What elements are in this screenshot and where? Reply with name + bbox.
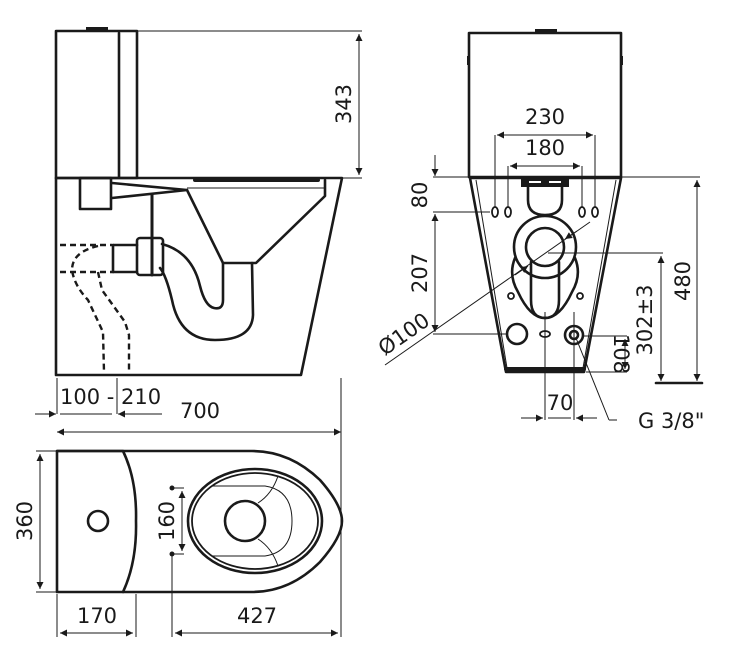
dim-outlet-height: 302±3 <box>548 252 665 381</box>
top-button <box>86 509 110 533</box>
rear-outlet <box>507 214 584 320</box>
label-302: 302±3 <box>633 284 657 355</box>
dim-cistern-depth: 170 <box>56 594 137 637</box>
label-70: 70 <box>547 391 574 415</box>
side-cistern <box>54 27 139 180</box>
side-bowl <box>60 176 327 373</box>
label-427: 427 <box>237 604 277 628</box>
dim-outlet-spacing: 207 <box>408 214 506 335</box>
dim-fixing-outer: 230 <box>494 105 596 208</box>
dim-outlet-range: 100 - 210 <box>35 378 162 418</box>
label-180: 180 <box>525 136 565 160</box>
label-100-210: 100 - 210 <box>60 385 161 409</box>
dim-inlet-height: 108 <box>584 334 633 374</box>
label-d100: Ø100 <box>374 308 434 360</box>
label-207: 207 <box>408 253 432 293</box>
label-170: 170 <box>77 604 117 628</box>
dim-fixing-inner: 180 <box>507 136 583 208</box>
dim-inlet-thread: G 3/8" <box>575 337 704 433</box>
label-108: 108 <box>609 334 633 374</box>
top-bowl <box>186 467 324 575</box>
label-360: 360 <box>13 501 37 541</box>
label-g38: G 3/8" <box>638 409 704 433</box>
top-outline <box>55 449 344 594</box>
label-160: 160 <box>155 501 179 541</box>
dim-overall-length: 700 <box>57 378 342 440</box>
top-cistern <box>55 449 138 594</box>
top-view: 360 170 160 427 <box>13 440 344 637</box>
side-view: 343 100 - 210 700 <box>35 27 363 440</box>
rear-pan-body <box>468 176 623 374</box>
label-343: 343 <box>332 84 356 124</box>
dim-seat-fixing: 160 <box>155 485 186 637</box>
dim-inlet-offset: 70 <box>521 312 597 422</box>
label-230: 230 <box>525 105 565 129</box>
label-700: 700 <box>180 399 220 423</box>
dim-width: 360 <box>13 450 56 593</box>
dim-cistern-height: 343 <box>137 30 363 179</box>
rear-flush-connector <box>521 178 569 217</box>
label-480: 480 <box>671 261 695 301</box>
dim-bowl-length: 427 <box>175 440 342 637</box>
rear-view: 230 180 80 207 Ø100 <box>374 29 704 433</box>
dim-fixing-height: 80 <box>408 155 490 213</box>
label-80: 80 <box>408 182 432 209</box>
dim-total-height: 480 <box>621 176 704 385</box>
